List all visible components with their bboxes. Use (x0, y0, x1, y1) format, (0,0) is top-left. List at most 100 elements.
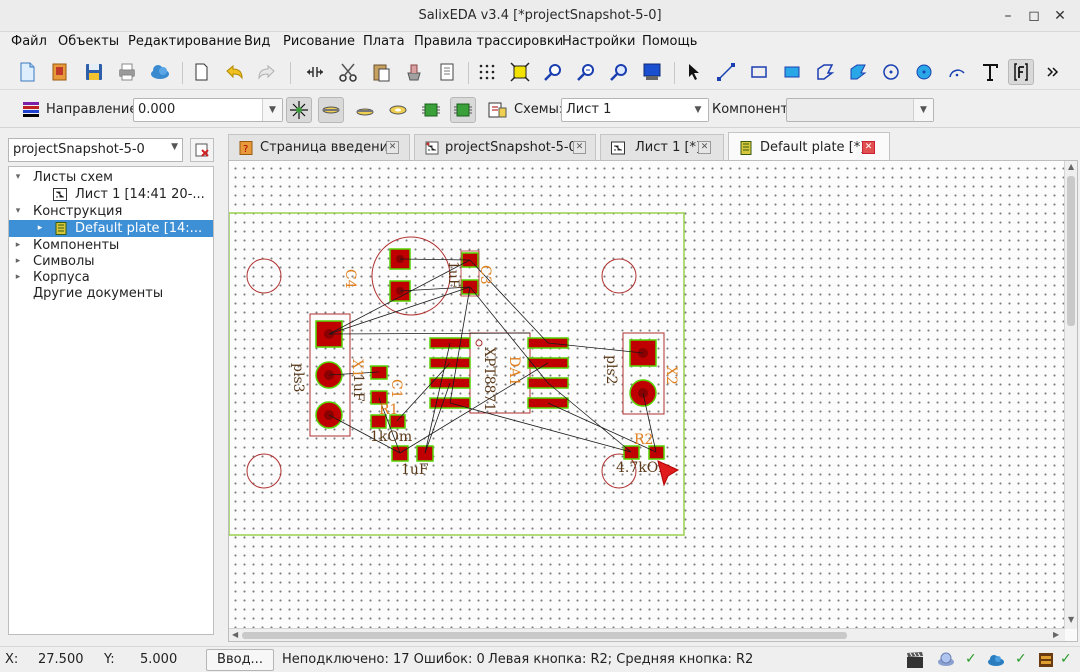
cut-icon[interactable] (335, 59, 361, 85)
close-icon[interactable]: ✕ (573, 141, 586, 154)
through-pad-icon[interactable] (385, 97, 411, 123)
blank-page-icon[interactable] (188, 59, 214, 85)
r2-ref-label: R2 (634, 432, 653, 448)
menu-view[interactable]: Вид (244, 34, 271, 49)
tab-sheet-1[interactable]: Лист 1 [*] ✕ (600, 134, 724, 160)
close-icon[interactable]: ✕ (698, 141, 711, 154)
expand-arrow-icon[interactable]: ▾ (15, 172, 21, 182)
r1-ref-label: R1 (379, 402, 398, 418)
tab-intro[interactable]: ? Страница введения ✕ (228, 134, 410, 160)
cloud-icon[interactable] (147, 59, 173, 85)
layers-icon[interactable] (639, 59, 665, 85)
vertical-scroll-thumb[interactable] (1067, 176, 1075, 326)
scroll-right-icon[interactable]: ▶ (1053, 630, 1060, 639)
coordinate-input-button[interactable]: Ввод... (206, 649, 274, 671)
grid-icon[interactable] (474, 59, 500, 85)
tree-item-symbols[interactable]: ▸ Символы (9, 253, 213, 270)
delete-icon (195, 143, 209, 157)
menu-objects[interactable]: Объекты (58, 34, 120, 49)
tree-item-packages[interactable]: ▸ Корпуса (9, 269, 213, 286)
smd-pad-bottom-icon[interactable] (352, 97, 378, 123)
paste-icon[interactable] (368, 59, 394, 85)
layer-stack-icon[interactable] (18, 97, 44, 123)
scroll-up-icon[interactable]: ▲ (1068, 162, 1075, 171)
close-project-button[interactable] (190, 138, 214, 162)
expand-arrow-icon[interactable]: ▸ (15, 272, 21, 282)
tab-label: Страница введения (260, 140, 396, 155)
zoom-out-icon[interactable] (573, 59, 599, 85)
new-file-icon[interactable] (14, 59, 40, 85)
clear-icon[interactable] (401, 59, 427, 85)
close-window-button[interactable]: ✕ (1054, 8, 1066, 24)
pcb-editor-view: C4 C3 1uF pls3 X1 1uF C1 R1 1kOm 1uF XPT… (228, 160, 1078, 642)
c2-pad-1 (391, 445, 409, 462)
filled-circle-icon[interactable] (911, 59, 937, 85)
tree-item-label: Лист 1 [14:41 20-... (75, 187, 205, 202)
expand-arrow-icon[interactable]: ▸ (15, 240, 21, 250)
project-combo[interactable]: projectSnapshot-5-0 ▼ (8, 138, 183, 162)
menu-edit[interactable]: Редактирование (128, 34, 242, 49)
menu-help[interactable]: Помощь (642, 34, 698, 49)
library-icon[interactable] (1036, 650, 1056, 670)
zoom-in-icon[interactable] (540, 59, 566, 85)
save-icon[interactable] (81, 59, 107, 85)
smd-pad-top-icon[interactable] (318, 97, 344, 123)
scroll-down-icon[interactable]: ▼ (1068, 615, 1075, 624)
undo-icon[interactable] (221, 59, 247, 85)
redo-icon[interactable] (254, 59, 280, 85)
maximize-button[interactable]: ◻ (1028, 8, 1040, 24)
select-arrow-icon[interactable] (680, 59, 706, 85)
scroll-left-icon[interactable]: ◀ (232, 630, 239, 639)
expand-arrow-icon[interactable]: ▾ (15, 206, 21, 216)
expand-arrow-icon[interactable]: ▸ (37, 223, 43, 233)
chip-selected-icon[interactable] (450, 97, 476, 123)
minimize-button[interactable]: – (1004, 8, 1012, 24)
schemes-combo[interactable]: Лист 1 ▼ (561, 98, 709, 122)
tree-item-default-plate[interactable]: ▸ Default plate [14:... (9, 220, 213, 237)
horizontal-scroll-thumb[interactable] (242, 632, 847, 639)
clapboard-icon[interactable] (905, 650, 925, 670)
component-combo[interactable]: ▼ (786, 98, 934, 122)
direction-combo[interactable]: 0.000 ▼ (133, 98, 283, 122)
horizontal-scrollbar[interactable]: ◀ ▶ (229, 628, 1065, 641)
tab-default-plate[interactable]: Default plate [*] ✕ (728, 132, 890, 162)
sync-icon[interactable] (936, 650, 956, 670)
circle-tool-icon[interactable] (878, 59, 904, 85)
chip-outline-icon[interactable] (418, 97, 444, 123)
close-icon[interactable]: ✕ (862, 141, 875, 154)
text-tool-icon[interactable] (977, 59, 1003, 85)
tree-item-sheets[interactable]: ▾ Листы схем (9, 169, 213, 186)
line-tool-icon[interactable] (713, 59, 739, 85)
field-tool-icon[interactable] (1008, 59, 1034, 85)
menu-drawing[interactable]: Рисование (283, 34, 355, 49)
close-icon[interactable]: ✕ (386, 141, 399, 154)
cloud-status-icon[interactable] (986, 650, 1006, 670)
expand-arrow-icon[interactable]: ▸ (15, 256, 21, 266)
menu-routing-rules[interactable]: Правила трассировки (414, 34, 564, 49)
menu-board[interactable]: Плата (363, 34, 405, 49)
snap-ratsnest-icon[interactable] (286, 97, 312, 123)
tab-project[interactable]: projectSnapshot-5-0 ✕ (414, 134, 596, 160)
properties-icon[interactable] (434, 59, 460, 85)
zoom-fit-icon[interactable] (507, 59, 533, 85)
more-tools-icon[interactable] (1041, 59, 1067, 85)
arc-tool-icon[interactable] (944, 59, 970, 85)
tree-item-construction[interactable]: ▾ Конструкция (9, 203, 213, 220)
schematic-link-icon[interactable] (484, 97, 510, 123)
tree-item-sheet-1[interactable]: Лист 1 [14:41 20-... (9, 186, 213, 203)
rectangle-tool-icon[interactable] (746, 59, 772, 85)
polygon-tool-icon[interactable] (845, 59, 871, 85)
print-icon[interactable] (114, 59, 140, 85)
mirror-icon[interactable] (302, 59, 328, 85)
tree-item-label: Компоненты (33, 238, 120, 253)
open-project-icon[interactable] (47, 59, 73, 85)
menu-file[interactable]: Файл (11, 34, 47, 49)
vertical-scrollbar[interactable]: ▲ ▼ (1064, 161, 1077, 629)
pcb-canvas[interactable]: C4 C3 1uF pls3 X1 1uF C1 R1 1kOm 1uF XPT… (229, 161, 1065, 629)
tree-item-components[interactable]: ▸ Компоненты (9, 237, 213, 254)
polyline-tool-icon[interactable] (812, 59, 838, 85)
tree-item-other-documents[interactable]: Другие документы (9, 285, 213, 302)
menu-settings[interactable]: Настройки (562, 34, 636, 49)
filled-rectangle-icon[interactable] (779, 59, 805, 85)
zoom-window-icon[interactable] (606, 59, 632, 85)
